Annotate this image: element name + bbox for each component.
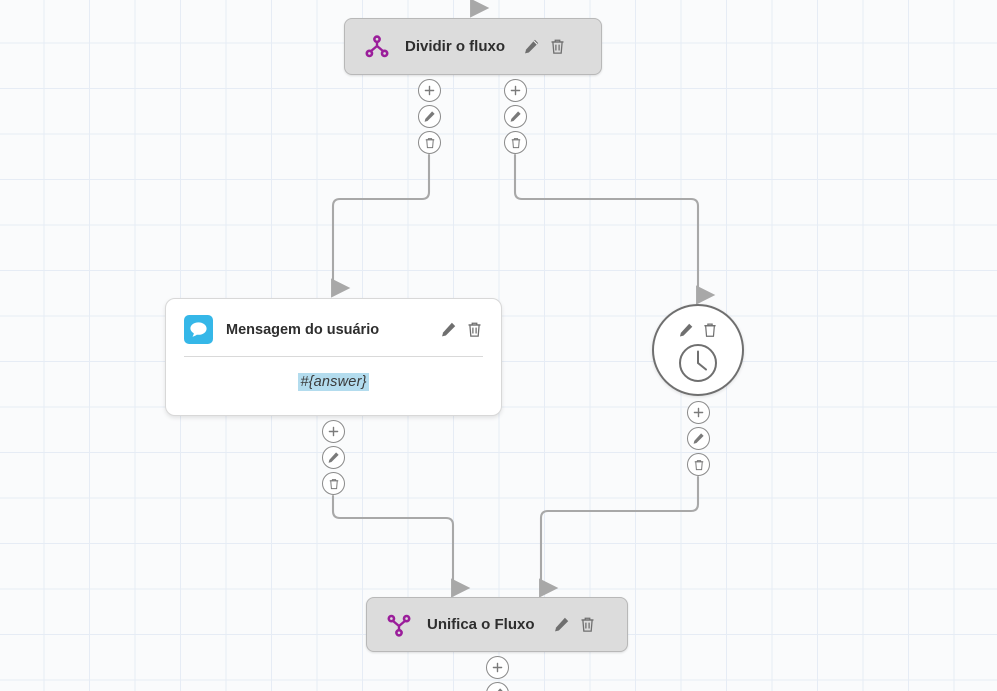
delete-button[interactable] — [322, 472, 345, 495]
delete-icon[interactable] — [549, 38, 566, 55]
node-user-message[interactable]: Mensagem do usuário — [165, 298, 502, 416]
edge-timer-to-merge — [539, 475, 700, 598]
edit-button[interactable] — [418, 105, 441, 128]
add-button[interactable] — [486, 656, 509, 679]
card-header: Mensagem do usuário — [166, 299, 501, 356]
add-button[interactable] — [322, 420, 345, 443]
edit-button[interactable] — [486, 682, 509, 691]
delete-button[interactable] — [504, 131, 527, 154]
add-button[interactable] — [687, 401, 710, 424]
message-bubble-icon — [184, 315, 213, 344]
variable-token: #{answer} — [298, 373, 369, 391]
connector-stack-timer[interactable] — [687, 401, 710, 479]
edit-icon[interactable] — [440, 321, 457, 338]
merge-icon — [385, 611, 413, 639]
node-merge[interactable]: Unifica o Fluxo — [366, 597, 628, 652]
delete-icon[interactable] — [702, 322, 718, 338]
split-icon — [363, 33, 391, 61]
delete-icon[interactable] — [579, 616, 596, 633]
timer-body — [677, 342, 719, 389]
node-merge-label: Unifica o Fluxo — [427, 616, 535, 633]
add-button[interactable] — [504, 79, 527, 102]
edit-button[interactable] — [322, 446, 345, 469]
node-split-label: Dividir o fluxo — [405, 38, 506, 55]
card-body: #{answer} — [166, 357, 501, 409]
clock-icon — [677, 342, 719, 384]
card-divider — [184, 356, 483, 357]
connector-stack-message[interactable] — [322, 420, 345, 498]
node-user-message-label: Mensagem do usuário — [226, 321, 380, 338]
delete-button[interactable] — [418, 131, 441, 154]
edit-icon[interactable] — [553, 616, 570, 633]
delete-button[interactable] — [687, 453, 710, 476]
connector-stack-split-left[interactable] — [418, 79, 441, 157]
edge-message-to-merge — [331, 494, 471, 598]
edit-icon[interactable] — [523, 38, 540, 55]
node-split[interactable]: Dividir o fluxo — [344, 18, 602, 75]
edge-split-left-to-message — [331, 153, 431, 298]
connector-stack-split-right[interactable] — [504, 79, 527, 157]
delete-icon[interactable] — [466, 321, 483, 338]
node-timer[interactable] — [652, 304, 744, 396]
edit-button[interactable] — [504, 105, 527, 128]
connector-stack-merge[interactable] — [486, 656, 509, 691]
add-button[interactable] — [418, 79, 441, 102]
edit-button[interactable] — [687, 427, 710, 450]
edit-icon[interactable] — [678, 322, 694, 338]
edge-split-right-to-timer — [513, 153, 716, 305]
timer-actions — [678, 322, 718, 338]
